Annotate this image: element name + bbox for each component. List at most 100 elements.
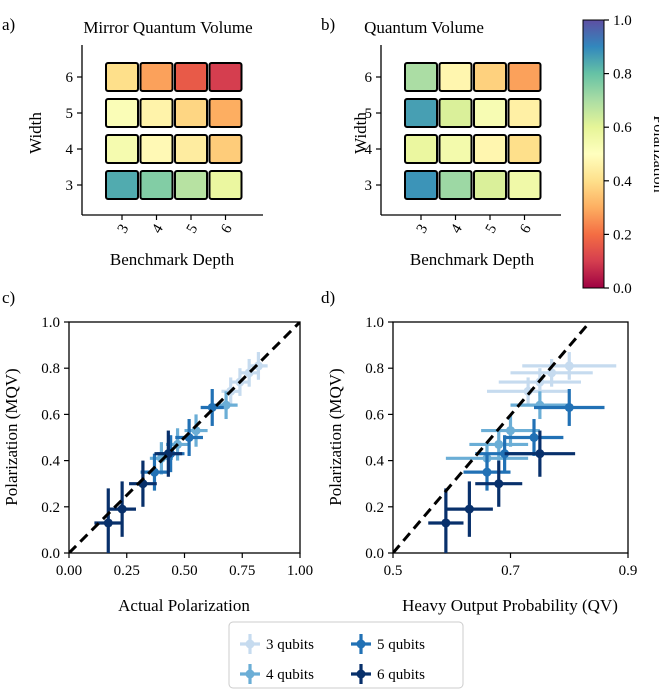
x-tick-label: 4: [448, 221, 466, 236]
panel-d-ylabel: Polarization (MQV): [326, 368, 345, 505]
data-point: [441, 518, 451, 528]
heatmap-cell: [139, 170, 174, 200]
data-point: [535, 449, 545, 459]
heatmap-cell: [507, 134, 542, 164]
colorbar-tick-label: 0.4: [613, 174, 632, 190]
y-tick-label: 0.0: [41, 546, 60, 562]
data-point: [117, 504, 127, 514]
colorbar-gradient: [582, 19, 605, 289]
panel-d: d) Polarization (MQV) Heavy Output Proba…: [321, 288, 637, 615]
heatmap-cell: [174, 170, 208, 200]
legend-item: 6 qubits: [351, 664, 425, 684]
panel-a: a) Mirror Quantum Volume Width Benchmark…: [2, 15, 263, 269]
heatmap-cell: [174, 62, 208, 92]
x-tick-label: 6: [218, 221, 236, 236]
y-tick-label: 1.0: [365, 315, 384, 331]
y-tick-label: 0.4: [41, 454, 60, 470]
y-tick-label: 0.8: [41, 361, 60, 377]
legend-item: 5 qubits: [351, 634, 425, 654]
heatmap-cell: [507, 98, 542, 128]
data-point: [253, 361, 263, 371]
heatmap-cell: [507, 170, 542, 200]
heatmap-cell: [438, 62, 473, 92]
series-6-qubits: [428, 430, 576, 553]
heatmap-cell: [404, 98, 438, 128]
heatmap-cell: [438, 98, 473, 128]
legend-item: 3 qubits: [240, 634, 314, 654]
heatmap-cell: [139, 134, 174, 164]
panel-a-title: Mirror Quantum Volume: [83, 18, 252, 37]
panel-a-ylabel: Width: [26, 112, 45, 154]
x-tick-label: 3: [414, 222, 432, 236]
data-point: [494, 479, 504, 489]
heatmap-cell: [404, 170, 438, 200]
reference-line: [393, 322, 591, 553]
y-tick-label: 5: [365, 106, 373, 122]
reference-line: [69, 322, 300, 553]
plot-data: [393, 322, 617, 553]
heatmap-cell: [404, 134, 438, 164]
legend-marker-dot: [356, 639, 366, 649]
panel-d-xlabel: Heavy Output Probability (QV): [402, 596, 618, 615]
data-point: [564, 361, 574, 371]
colorbar-tick-label: 0.2: [613, 227, 632, 243]
x-tick-label: 1.00: [287, 563, 313, 579]
heatmap-cell: [438, 134, 473, 164]
heatmap-cell: [404, 62, 438, 92]
heatmap-cell: [139, 98, 174, 128]
panel-b-ylabel: Width: [351, 112, 370, 154]
panel-c-xlabel: Actual Polarization: [118, 596, 250, 615]
panel-b-title: Quantum Volume: [364, 18, 484, 37]
x-tick-label: 0.50: [171, 563, 197, 579]
heatmap-cell: [105, 62, 139, 92]
heatmap-cell: [208, 62, 243, 92]
data-point: [156, 453, 166, 463]
data-point: [529, 433, 539, 442]
heatmap-cell: [507, 62, 542, 92]
colorbar-tick-label: 0.0: [613, 281, 632, 297]
data-point: [506, 426, 515, 436]
x-tick-label: 0.7: [501, 563, 520, 579]
legend-label: 5 qubits: [377, 637, 425, 653]
y-tick-label: 0.0: [365, 546, 384, 562]
x-tick-label: 0.5: [384, 563, 403, 579]
x-tick-label: 0.00: [56, 563, 82, 579]
legend-label: 6 qubits: [377, 667, 425, 683]
panel-a-letter: a): [2, 15, 15, 34]
series-4-qubits: [149, 391, 238, 475]
x-tick-label: 3: [115, 222, 133, 236]
legend-marker-dot: [245, 669, 255, 679]
data-point: [464, 504, 474, 514]
heatmap-cell: [105, 98, 139, 128]
legend: 3 qubits 4 qubits 5 qubits 6 qubits: [228, 621, 464, 689]
data-point: [103, 518, 113, 528]
y-tick-label: 1.0: [41, 315, 60, 331]
colorbar-label: Polarization: [650, 115, 659, 192]
x-tick-label: 4: [149, 221, 167, 236]
x-tick-label: 6: [517, 221, 535, 236]
y-tick-label: 0.2: [365, 500, 384, 516]
heatmap-cell: [473, 98, 507, 128]
series-6-qubits: [94, 430, 183, 553]
y-tick-label: 0.6: [365, 407, 384, 423]
legend-box: [228, 621, 464, 689]
panel-d-letter: d): [321, 288, 335, 307]
legend-items: 3 qubits 4 qubits 5 qubits 6 qubits: [240, 634, 425, 684]
colorbar-tick-label: 0.6: [613, 120, 632, 136]
panel-c-letter: c): [2, 288, 15, 307]
data-point: [494, 439, 504, 449]
colorbar-tick-label: 0.8: [613, 67, 632, 83]
y-tick-label: 4: [66, 142, 74, 158]
x-tick-label: 0.25: [114, 563, 140, 579]
y-tick-label: 4: [365, 142, 373, 158]
legend-label: 4 qubits: [266, 667, 314, 683]
heatmap-cell: [174, 98, 208, 128]
data-point: [221, 400, 231, 410]
panel-c: c) Polarization (MQV) Actual Polarizatio…: [2, 288, 313, 615]
colorbar-ticks: 0.00.20.40.60.81.0: [604, 13, 632, 297]
series-3-qubits: [487, 352, 617, 406]
x-tick-label: 0.9: [619, 563, 638, 579]
x-tick-label: 5: [184, 222, 202, 236]
